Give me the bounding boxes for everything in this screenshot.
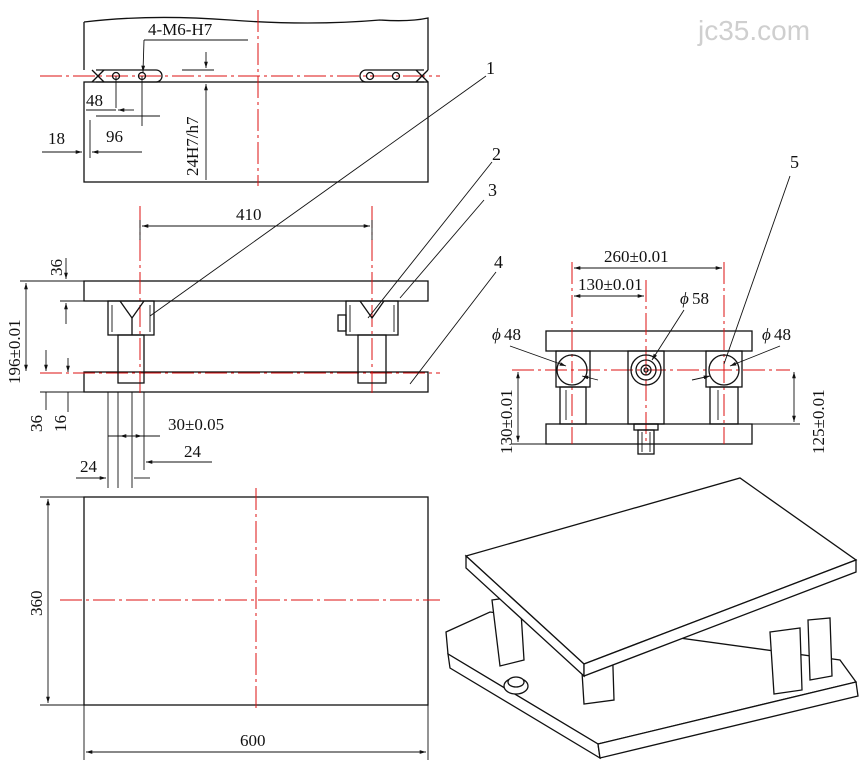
dim-36-top: 36 <box>47 259 66 276</box>
side-view: 260±0.01 130±0.01 ϕ 58 ϕ 48 ϕ 48 130±0.0… <box>492 247 828 455</box>
dim-phi48-right: 48 <box>774 325 791 344</box>
phi58-symbol: ϕ <box>680 289 689 308</box>
dim-360: 360 <box>27 591 46 617</box>
callout-1: 1 <box>486 58 495 78</box>
dim-600: 600 <box>240 731 266 750</box>
watermark: jc35.com <box>697 15 810 46</box>
dim-phi48-left: 48 <box>504 325 521 344</box>
phi48-right-symbol: ϕ <box>762 325 771 344</box>
phi48-left-symbol: ϕ <box>492 325 501 344</box>
left-support <box>107 300 155 384</box>
top-view-upper-plate <box>83 16 429 70</box>
right-support <box>337 300 399 384</box>
side-base-plate <box>545 423 753 445</box>
dim-phi58: 58 <box>692 289 709 308</box>
top-view: 4-M6-H7 48 96 18 24H7/h7 <box>40 10 440 186</box>
dim-96: 96 <box>106 127 123 146</box>
dim-130-side: 130±0.01 <box>497 389 516 454</box>
left-slot <box>96 69 163 83</box>
dim-30: 30±0.05 <box>168 415 224 434</box>
right-slot <box>359 69 424 83</box>
dim-24-left: 24 <box>80 457 98 476</box>
holes-label: 4-M6-H7 <box>148 20 213 39</box>
dim-48: 48 <box>86 91 103 110</box>
side-center-bearing <box>627 350 665 455</box>
isometric-view <box>445 477 859 760</box>
dim-36-bottom: 36 <box>27 415 46 432</box>
plan-view: 360 600 <box>27 488 440 760</box>
dim-410: 410 <box>236 205 262 224</box>
base-plate <box>83 371 429 393</box>
callout-4: 4 <box>494 252 503 272</box>
callout-2: 2 <box>492 144 501 164</box>
dim-fit: 24H7/h7 <box>183 116 202 176</box>
callout-5: 5 <box>790 152 799 172</box>
dim-18: 18 <box>48 129 65 148</box>
dim-130-top: 130±0.01 <box>578 275 643 294</box>
callouts: 1 2 3 4 5 <box>149 58 799 385</box>
top-view-lower-plate <box>83 81 429 183</box>
dim-196: 196±0.01 <box>5 319 24 384</box>
upper-plate <box>83 280 429 302</box>
side-upper-plate <box>545 330 753 352</box>
dim-24-right: 24 <box>184 442 202 461</box>
side-right-bearing <box>705 350 743 425</box>
dim-16: 16 <box>51 415 70 432</box>
dim-125: 125±0.01 <box>809 389 828 454</box>
dim-260: 260±0.01 <box>604 247 669 266</box>
callout-3: 3 <box>488 180 497 200</box>
side-left-bearing <box>555 350 591 425</box>
front-view: 410 36 196±0.01 36 16 30±0.05 24 24 <box>5 205 440 488</box>
